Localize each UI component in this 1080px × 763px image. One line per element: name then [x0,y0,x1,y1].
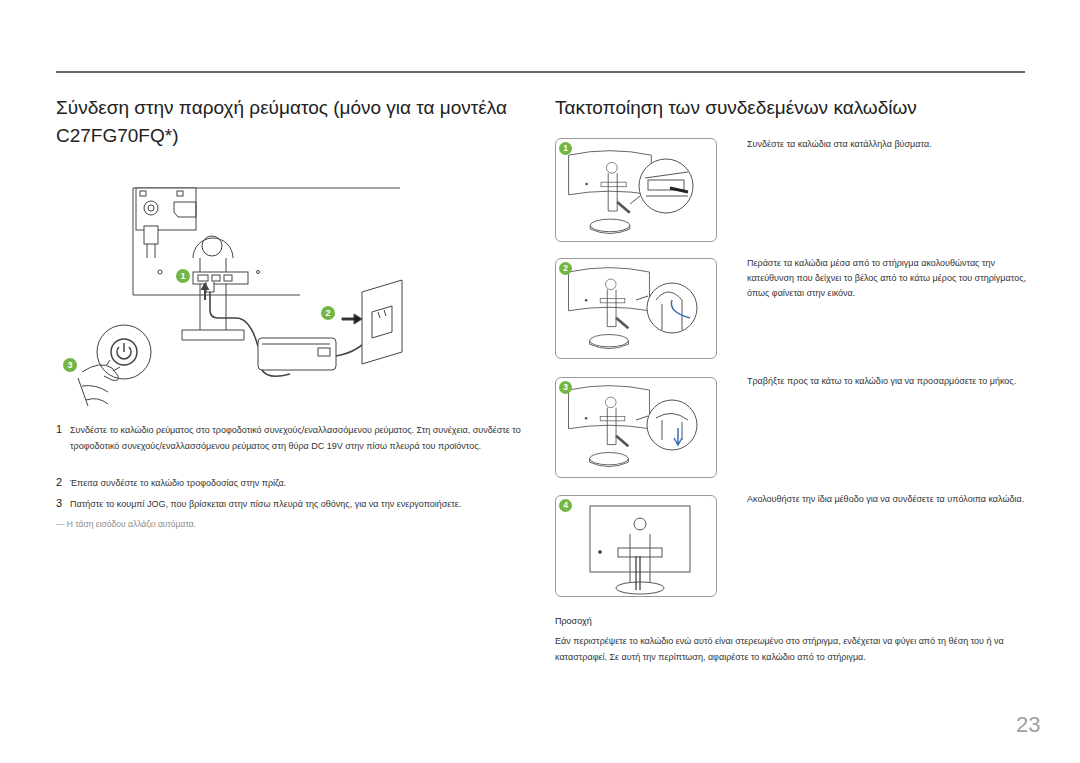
callout-number: 1 [176,269,190,283]
illustration-panel: 4 [555,495,717,597]
cable-illustrations [569,151,697,594]
illustration-panel: 1 [555,138,717,242]
instruction-text: Τραβήξτε προς τα κάτω το καλώδιο για να … [747,374,1032,389]
step-text: Συνδέστε το καλώδιο ρεύματος στο τροφοδο… [70,422,530,454]
step-number: 2 [56,474,68,490]
top-rule [56,71,1025,73]
step-badge: 1 [559,142,572,155]
step-badge: 3 [559,381,572,394]
section-heading: Τακτοποίηση των συνδεδεμένων καλωδίων [555,94,1025,122]
section-heading: Σύνδεση στην παροχή ρεύματος (μόνο για τ… [56,94,536,150]
step-badge: 2 [559,262,572,275]
page-number: 23 [1016,712,1066,738]
illustration-panel: 2 [555,258,717,359]
callout-number: 2 [321,306,335,320]
instruction-text: Περάστε τα καλώδια μέσα από το στήριγμα … [747,256,1032,301]
note-text: ― Η τάση εισόδου αλλάζει αυτόματα. [56,517,526,531]
caution-text: Εάν περιστρέψετε το καλώδιο ενώ αυτό είν… [555,633,1035,665]
instruction-text: Ακολουθήστε την ίδια μέθοδο για να συνδέ… [747,492,1032,507]
step-text: Έπειτα συνδέστε το καλώδιο τροφοδοσίας σ… [70,475,530,491]
caution-title: Προσοχή [555,614,755,629]
step-number: 3 [56,495,68,511]
step-number: 1 [56,421,68,437]
instruction-text: Συνδέστε τα καλώδια στα κατάλληλα βύσματ… [747,137,1032,152]
step-badge: 4 [559,499,572,512]
power-illustration [78,188,402,406]
callout-number: 3 [63,358,77,372]
illustration-panel: 3 [555,377,717,478]
step-text: Πατήστε το κουμπί JOG, που βρίσκεται στη… [70,496,530,512]
